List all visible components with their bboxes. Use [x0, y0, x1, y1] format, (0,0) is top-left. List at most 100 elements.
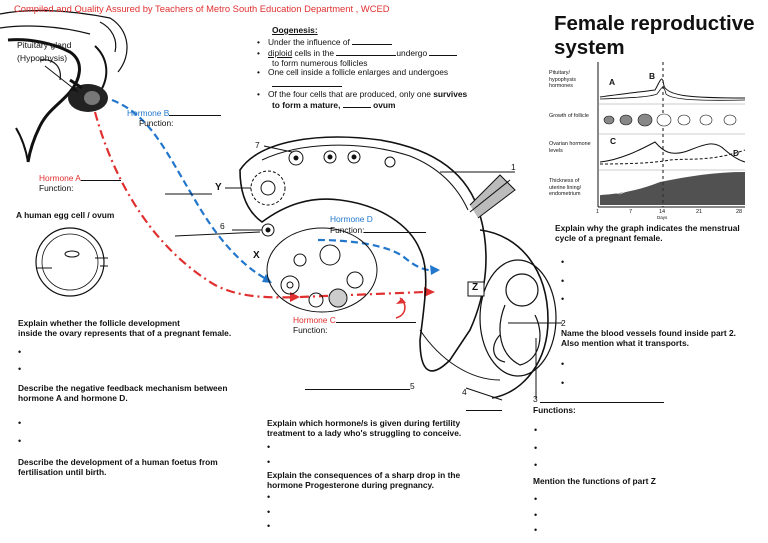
hormone-b-name: Hormone B — [127, 108, 170, 118]
hormone-b-label: Hormone B Function: — [127, 107, 222, 128]
label-z: Z — [472, 282, 479, 293]
title-line2: system — [554, 36, 625, 59]
progesterone-q-line1: Explain the consequences of a sharp drop… — [267, 470, 461, 480]
bullet: • — [257, 48, 260, 59]
fertility-question: Explain which hormone/s is given during … — [267, 418, 461, 438]
fertility-q-line1: Explain which hormone/s is given during … — [267, 418, 461, 428]
oogenesis-b1: Under the influence of — [267, 36, 350, 47]
oogenesis-b5b: ovum — [373, 100, 396, 111]
answer-bullet: • — [18, 418, 22, 428]
ovary — [266, 227, 378, 313]
hormone-a-label: Hormone A Function: — [39, 172, 121, 193]
answer-bullet: • — [534, 509, 538, 520]
answer-bullet: • — [267, 492, 271, 502]
feedback-question: Describe the negative feedback mechanism… — [18, 383, 227, 403]
follicle-q-line2: inside the ovary represents that of a pr… — [18, 328, 232, 338]
bullet: • — [257, 67, 260, 78]
hormone-c-function: Function: — [293, 325, 328, 335]
feedback-q-line1: Describe the negative feedback mechanism… — [18, 383, 228, 393]
follicle-question: Explain whether the follicle development… — [18, 318, 231, 338]
graph-letter-b: B — [649, 71, 656, 81]
oogenesis-b2b: cells in the — [294, 48, 335, 59]
hormone-c-name: Hormone C — [293, 315, 336, 325]
vessels-question: Name the blood vessels found inside part… — [561, 328, 736, 348]
graph-question: Explain why the graph indicates the mens… — [555, 223, 740, 243]
feedback-q-line2: hormone A and hormone D. — [18, 393, 128, 403]
hormone-c-path — [299, 290, 426, 299]
x-tick-days: Days — [657, 215, 668, 220]
label-1: 1 — [511, 162, 516, 172]
development-q-line1: Describe the development of a human foet… — [18, 457, 218, 467]
hormone-d-path — [317, 238, 439, 272]
label-4-blank — [466, 410, 502, 411]
graph-row-label-0: Pituitary/ hypophysis hormones — [549, 70, 576, 89]
hormone-b-function: Function: — [139, 118, 174, 128]
label-3-blank — [540, 402, 664, 403]
hormone-a-name: Hormone A — [39, 173, 81, 183]
oogenesis-heading: Oogenesis: — [272, 25, 318, 35]
answer-bullet: • — [534, 460, 538, 470]
graph-q-line2: cycle of a pregnant female. — [555, 233, 663, 243]
oogenesis-b4b: survives — [433, 88, 468, 99]
partz-question: Mention the functions of part Z — [533, 476, 656, 486]
label-7: 7 — [255, 140, 260, 150]
brain-sketch — [0, 9, 128, 163]
label-3: 3 — [533, 394, 538, 404]
answer-bullet: • — [561, 377, 565, 388]
fertility-answer-bullets: • • — [267, 440, 270, 469]
hormone-d-name: Hormone D — [330, 214, 373, 224]
menstrual-graph — [597, 62, 746, 208]
pituitary-line1: Pituitary gland — [17, 40, 72, 50]
egg-cell-label: A human egg cell / ovum — [16, 210, 115, 220]
title-line1: Female reproductive — [554, 12, 755, 35]
answer-bullet: • — [18, 363, 22, 374]
answer-bullet: • — [267, 456, 271, 467]
label-6: 6 — [220, 221, 225, 231]
graph-q-line1: Explain why the graph indicates the mens… — [555, 223, 740, 233]
graph-row-label-1: Growth of follicle — [549, 113, 589, 119]
hormone-a-function: Function: — [39, 183, 74, 193]
answer-bullet: • — [561, 294, 565, 304]
oogenesis-b3: One cell inside a follicle enlarges and … — [267, 67, 449, 78]
oogenesis-b2d: to form numerous follicles — [272, 57, 368, 68]
progesterone-q-line2: hormone Progesterone during pregnancy. — [267, 480, 434, 490]
feedback-answer-bullets: • • — [18, 416, 21, 448]
follicle-q-line1: Explain whether the follicle development — [18, 318, 180, 328]
graph-row-label-2: Ovarian hormone levels — [549, 141, 591, 154]
hormone-d-label: Hormone D Function: — [330, 214, 427, 235]
foetus — [479, 259, 557, 377]
vessels-q-line1: Name the blood vessels found inside part… — [561, 328, 736, 338]
functions-answer-bullets: • • • — [534, 423, 537, 473]
answer-bullet: • — [534, 425, 538, 435]
graph-letter-d: D — [733, 148, 740, 158]
bullet: • — [257, 88, 260, 99]
pituitary-label: Pituitary gland (Hypophysis) — [17, 39, 71, 65]
answer-bullet: • — [267, 521, 271, 531]
ovum-cells — [261, 150, 396, 237]
graph-answer-bullets: • • • — [561, 255, 564, 307]
egg-cell — [35, 227, 108, 297]
answer-bullet: • — [267, 442, 271, 452]
oogenesis-b4a: Of the four cells that are produced, onl… — [267, 88, 431, 99]
fertility-q-line2: treatment to a lady who's struggling to … — [267, 428, 462, 438]
oogenesis-section: Oogenesis: •Under the influence of •dipl… — [257, 25, 468, 111]
answer-bullet: • — [534, 525, 538, 535]
label-5: 5 — [410, 381, 415, 391]
leader-lines — [165, 145, 562, 401]
x-tick-7: 7 — [629, 209, 633, 215]
answer-bullet: • — [267, 506, 271, 517]
answer-bullet: • — [561, 257, 565, 267]
answer-bullet: • — [534, 494, 538, 504]
answer-bullet: • — [18, 435, 22, 446]
bullet: • — [257, 36, 260, 47]
hormone-c-label: Hormone C Function: — [293, 314, 416, 335]
hormone-a-path — [93, 111, 301, 299]
vessels-q-line2: Also mention what it transports. — [561, 338, 689, 348]
x-tick-14: 14 — [659, 209, 666, 215]
z-box — [467, 281, 485, 297]
answer-bullet: • — [534, 442, 538, 453]
follicle-answer-bullets: • • — [18, 345, 21, 376]
x-tick-1: 1 — [596, 209, 600, 215]
hormone-b-path — [111, 98, 269, 281]
